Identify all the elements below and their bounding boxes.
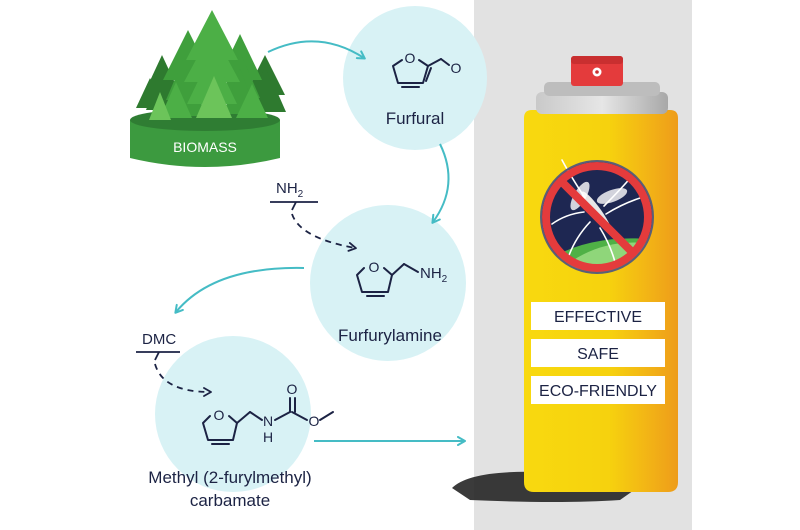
dmc-reagent-tick xyxy=(154,351,160,361)
furfural-circle xyxy=(343,6,487,150)
carbamate-molecule xyxy=(202,397,334,445)
arrow-dmc-reagent xyxy=(154,363,212,397)
carbamate-circle xyxy=(155,336,311,492)
badge-eco-friendly-box xyxy=(531,376,665,404)
carbamate-label-line2: carbamate xyxy=(190,491,270,510)
furfurylamine-molecule xyxy=(356,263,419,297)
arrow-furfural-to-furfurylamine xyxy=(431,143,450,224)
amine-reagent-subscript: 2 xyxy=(298,189,304,200)
furfurylamine-amine-label: NH2 xyxy=(420,265,448,285)
carbamate-carbonyl-oxygen: O xyxy=(287,381,298,397)
amine-reagent-tick xyxy=(291,201,297,211)
badge-effective-box xyxy=(531,302,665,330)
furfurylamine-ring-oxygen: O xyxy=(369,259,380,275)
spray-nozzle-top xyxy=(571,56,623,64)
spray-can-shoulder xyxy=(536,92,668,114)
furfurylamine-amine-nh: NH xyxy=(420,265,442,282)
furfurylamine-amine-subscript: 2 xyxy=(442,274,448,285)
badge-eco-friendly: ECO-FRIENDLY xyxy=(539,383,657,400)
furfural-carbonyl-oxygen: O xyxy=(451,60,462,76)
furfurylamine-label: Furfurylamine xyxy=(338,326,442,345)
carbamate-nitrogen: N xyxy=(263,413,273,429)
biomass-label: BIOMASS xyxy=(173,139,237,155)
biomass-platform xyxy=(130,120,280,167)
amine-reagent-nh: NH xyxy=(276,180,298,197)
dmc-reagent-label: DMC xyxy=(142,331,176,348)
biomass-forest-icon xyxy=(130,10,286,167)
carbamate-ester-oxygen: O xyxy=(309,413,320,429)
badge-safe: SAFE xyxy=(577,346,619,363)
furfural-ring-oxygen: O xyxy=(405,50,416,66)
badge-safe-box xyxy=(531,339,665,367)
spray-can: EFFECTIVE SAFE ECO-FRIENDLY xyxy=(452,56,678,502)
badge-effective: EFFECTIVE xyxy=(554,309,642,326)
arrow-biomass-to-furfural xyxy=(267,40,366,60)
amine-reagent-label: NH2 xyxy=(276,180,304,200)
furfural-label: Furfural xyxy=(386,109,445,128)
arrow-furfurylamine-to-carbamate xyxy=(174,266,305,314)
arrow-amine-reagent xyxy=(291,213,357,252)
carbamate-ring-oxygen: O xyxy=(214,407,225,423)
carbamate-hydrogen: H xyxy=(263,429,273,445)
furfural-molecule xyxy=(392,58,450,88)
carbamate-label-line1: Methyl (2-furylmethyl) xyxy=(148,468,311,487)
